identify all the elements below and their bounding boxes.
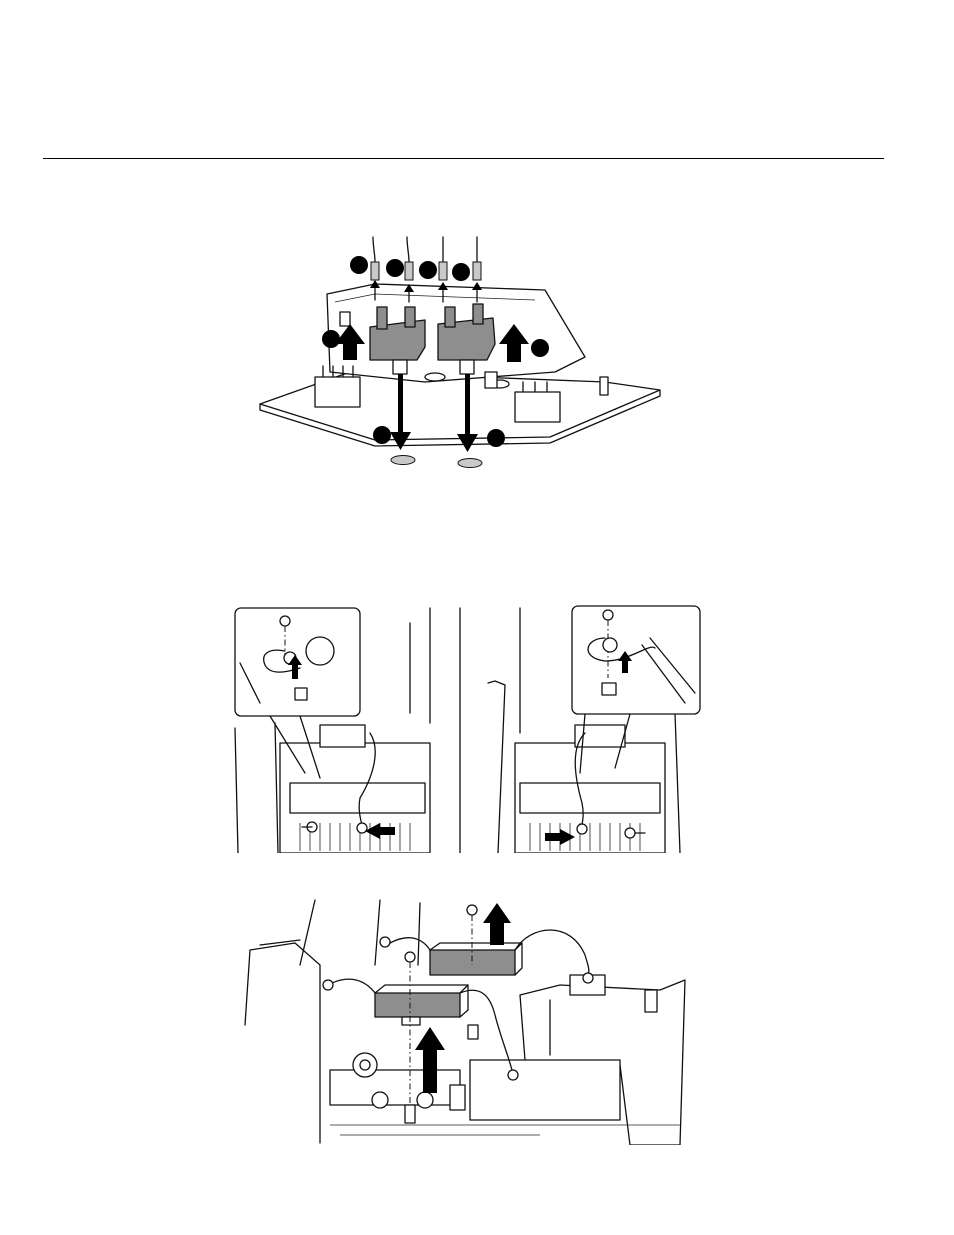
screw-middle <box>405 952 415 962</box>
cable-1 <box>390 938 430 950</box>
resistor-block-front <box>375 993 460 1017</box>
up-arrow-top-icon <box>483 903 511 945</box>
header-rule <box>43 158 884 159</box>
screw-top <box>467 905 477 915</box>
lower-box <box>470 1060 620 1120</box>
resistor-block-figure <box>240 895 690 1145</box>
ground-cable-removal-diagram-icon <box>230 603 705 853</box>
washer-right <box>458 459 482 468</box>
resistor-block-rear <box>430 950 515 975</box>
washer-left <box>391 456 415 465</box>
cable-3 <box>332 979 375 993</box>
ground-cable-figure <box>230 603 705 853</box>
resistor-block-removal-diagram-icon <box>240 895 690 1145</box>
left-panel <box>235 608 430 853</box>
relay-removal-diagram-icon <box>255 232 665 482</box>
relay-removal-figure <box>255 232 665 482</box>
right-panel <box>488 606 700 853</box>
cable-2 <box>515 930 589 975</box>
